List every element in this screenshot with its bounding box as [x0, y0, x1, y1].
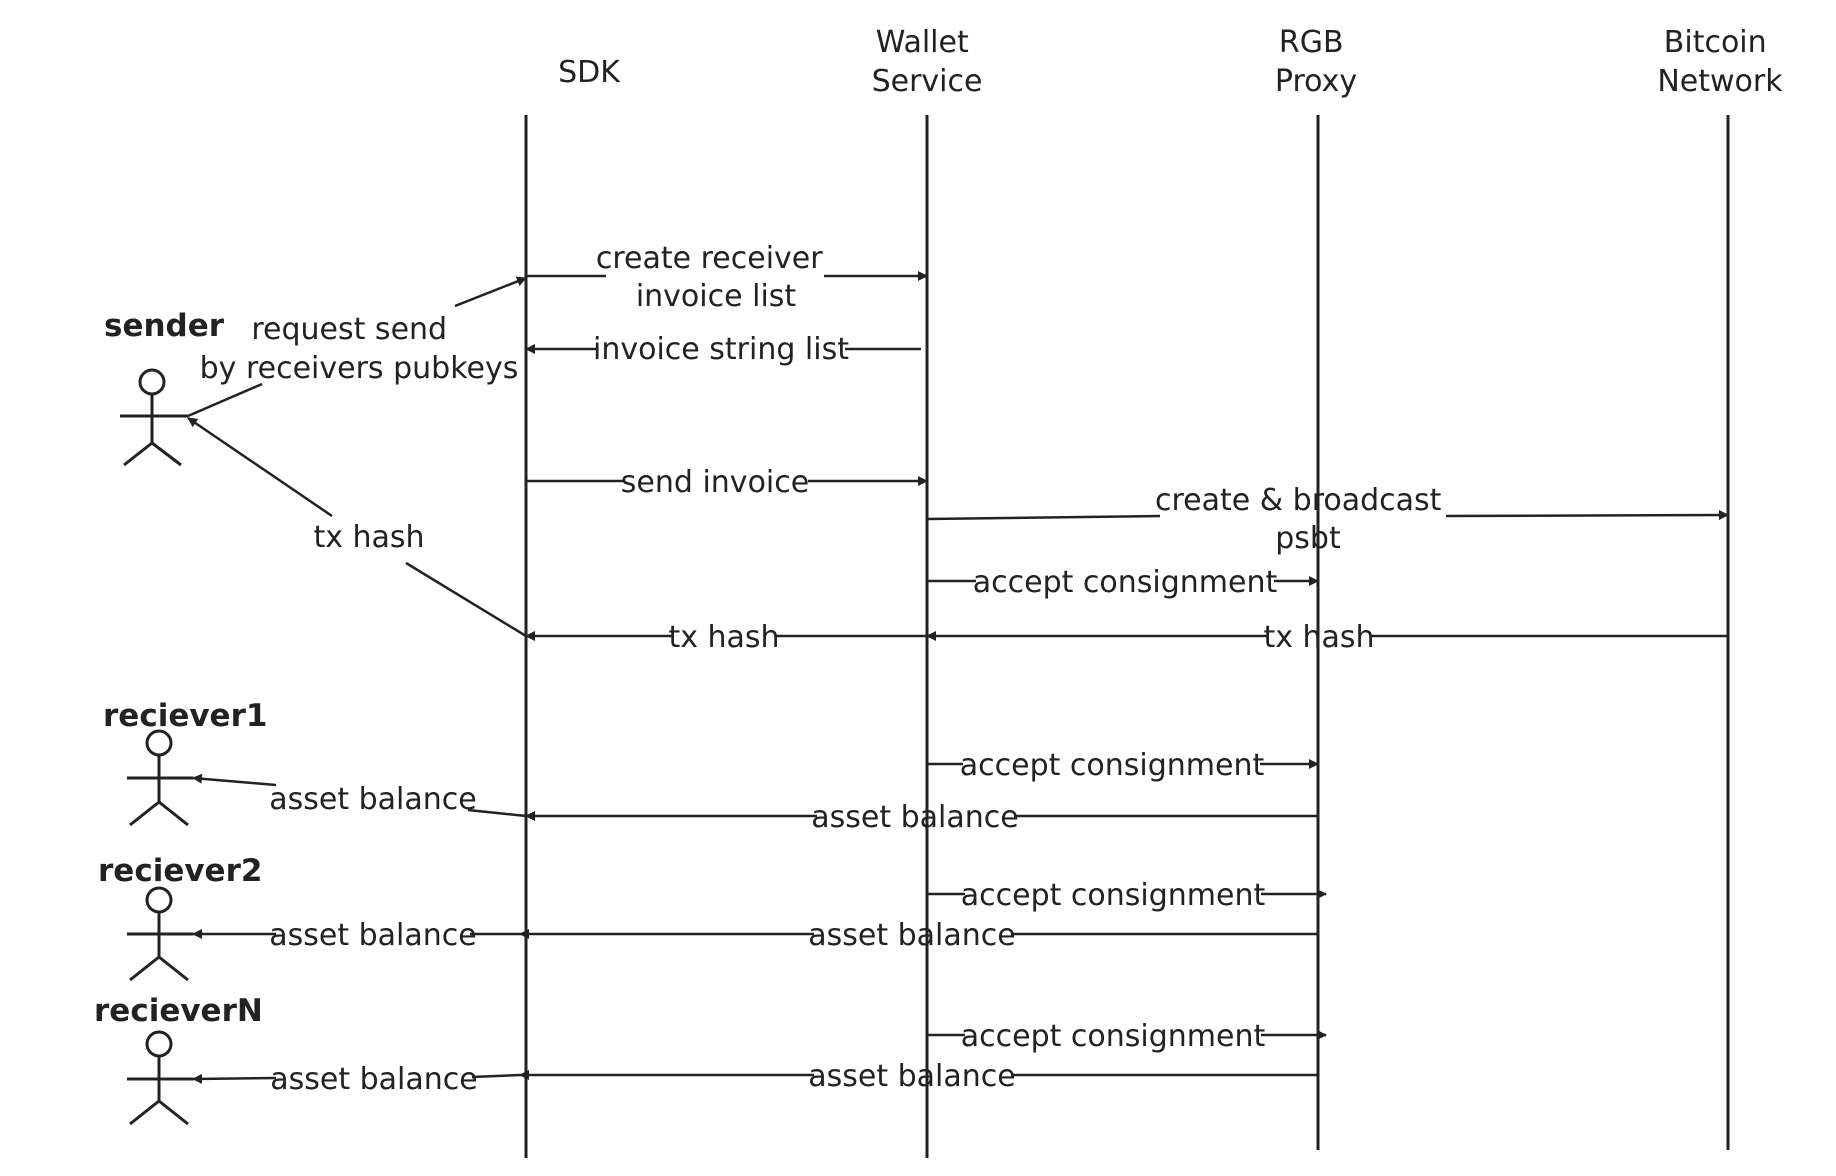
message-send-invoice: send invoice — [526, 465, 928, 500]
svg-text:invoice string list: invoice string list — [593, 332, 849, 367]
actor-receiverN-icon — [127, 1030, 193, 1126]
svg-text:create & broadcast psbt: create & broadcast psbt — [1155, 483, 1451, 556]
message-accept-consignment-1: accept consignment — [927, 565, 1319, 600]
svg-text:tx hash: tx hash — [1263, 620, 1374, 655]
svg-text:asset balance: asset balance — [811, 800, 1019, 835]
message-tx-hash-network: tx hash — [926, 620, 1728, 655]
svg-text:tx hash: tx hash — [313, 520, 424, 555]
message-accept-consignment-3: accept consignment — [927, 878, 1327, 913]
svg-text:accept consignment: accept consignment — [961, 1019, 1266, 1054]
message-tx-hash-sender: tx hash — [187, 416, 527, 638]
svg-text:asset balance: asset balance — [269, 782, 477, 817]
actor-sender-icon — [120, 368, 188, 467]
message-request-send: request send by receivers pubkeys — [187, 276, 527, 418]
message-tx-hash-sdk: tx hash — [525, 620, 927, 655]
actor-receiver1-icon — [127, 729, 193, 827]
message-asset-balance-r1: asset balance — [192, 773, 527, 818]
message-create-receiver-invoice-list: create receiver invoice list — [526, 241, 928, 314]
message-asset-balance-r1-sdk: asset balance — [525, 800, 1318, 835]
message-accept-consignment-4: accept consignment — [927, 1019, 1327, 1054]
participant-bitcoin-network: Bitcoin Network — [1657, 25, 1783, 99]
actor-receiver2-icon — [127, 886, 193, 982]
message-create-broadcast-psbt: create & broadcast psbt — [926, 483, 1729, 556]
participant-wallet-service: Wallet Service — [872, 25, 983, 99]
svg-text:create receiver invoice: create receiver invoice list — [596, 241, 832, 314]
message-invoice-string-list: invoice string list — [525, 332, 921, 367]
svg-text:asset balance: asset balance — [269, 918, 477, 953]
svg-text:asset balance: asset balance — [808, 1059, 1016, 1094]
actor-sender-label: sender — [104, 308, 225, 344]
participant-rgb-proxy: RGB Proxy — [1275, 25, 1357, 99]
svg-text:send invoice: send invoice — [621, 465, 809, 500]
svg-text:tx hash: tx hash — [668, 620, 779, 655]
message-accept-consignment-2: accept consignment — [927, 748, 1319, 783]
actor-receiver1-label: reciever1 — [103, 698, 267, 734]
message-asset-balance-r2: asset balance — [192, 918, 520, 953]
actor-receiver2-label: reciever2 — [98, 853, 262, 889]
svg-text:asset balance: asset balance — [808, 918, 1016, 953]
svg-text:asset balance: asset balance — [270, 1062, 478, 1097]
svg-text:accept consignment: accept consignment — [961, 878, 1266, 913]
svg-text:accept consignment: accept consignment — [960, 748, 1265, 783]
message-asset-balance-r2-sdk: asset balance — [519, 918, 1318, 953]
svg-text:accept consignment: accept consignment — [973, 565, 1278, 600]
message-asset-balance-rn-sdk: asset balance — [519, 1059, 1318, 1094]
participant-sdk: SDK — [558, 55, 621, 90]
svg-text:request send by receiver: request send by receivers pubkeys — [200, 312, 519, 386]
message-asset-balance-rn: asset balance — [192, 1062, 521, 1097]
actor-receiverN-label: recieverN — [94, 993, 263, 1029]
